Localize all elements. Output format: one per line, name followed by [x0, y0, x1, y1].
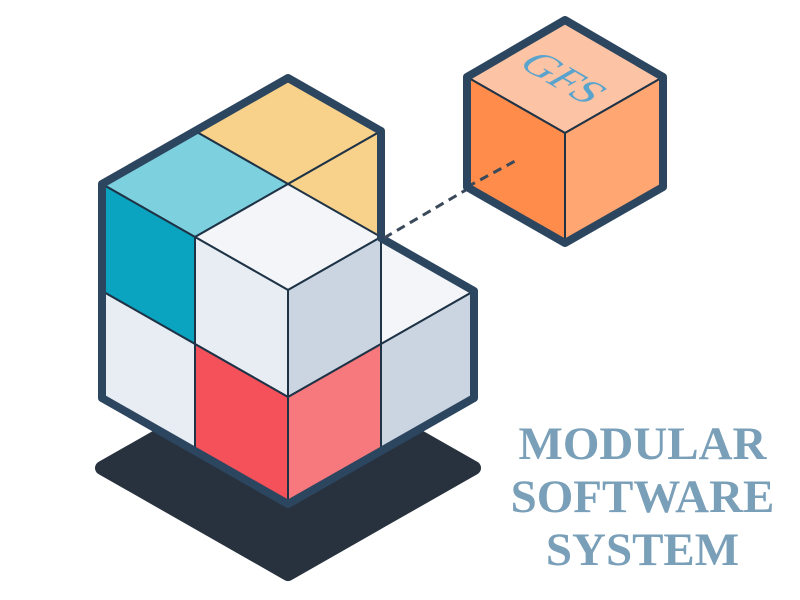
title-line-3: SYSTEM	[545, 524, 740, 576]
gfs-cube-outline	[463, 16, 667, 247]
main-cube-outline	[98, 74, 478, 508]
title-line-2: SOFTWARE	[510, 471, 775, 523]
gfs-cube	[466, 19, 664, 244]
title-text: MODULAR SOFTWARE SYSTEM	[490, 418, 795, 577]
dashed-connector-inner	[466, 158, 518, 189]
title-line-1: MODULAR	[518, 418, 767, 470]
